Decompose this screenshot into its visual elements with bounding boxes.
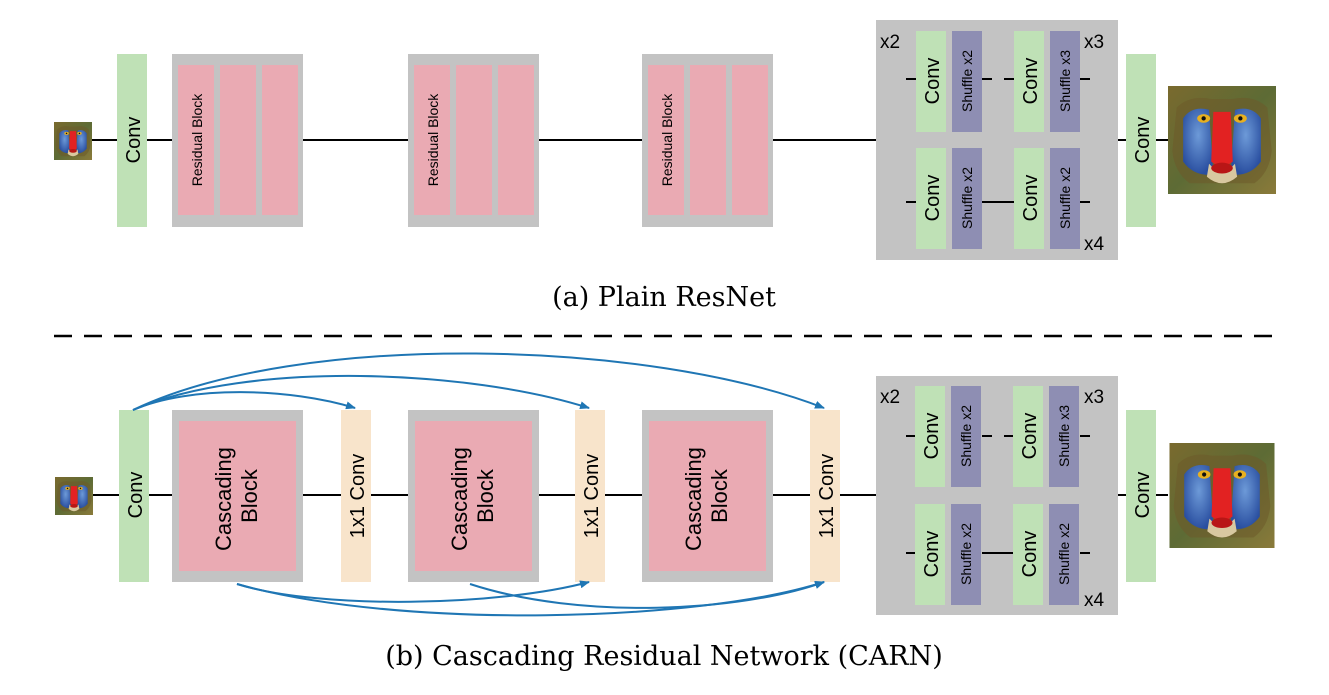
svg-text:1x1 Conv: 1x1 Conv [581, 454, 603, 539]
conv-out-block: Conv [1126, 410, 1156, 582]
conv-out-block: Conv [1126, 54, 1156, 227]
svg-text:Shuffle x2: Shuffle x2 [958, 405, 974, 467]
scale-x3-label: x3 [1084, 387, 1104, 408]
conv-1x1-block-1: 1x1 Conv [341, 410, 371, 582]
svg-text:Conv: Conv [922, 175, 944, 222]
svg-text:Conv: Conv [922, 58, 944, 105]
residual-block-label: Residual Block [189, 93, 205, 187]
caption-b: (b) Cascading Residual Network (CARN) [385, 641, 943, 672]
svg-text:Conv: Conv [1019, 413, 1041, 460]
svg-text:Conv: Conv [921, 413, 943, 460]
input-image [55, 477, 93, 515]
svg-text:Shuffle x2: Shuffle x2 [959, 167, 975, 229]
svg-text:Conv: Conv [123, 117, 145, 164]
svg-text:Conv: Conv [1132, 117, 1154, 164]
scale-x3-label: x3 [1084, 32, 1104, 53]
output-image [1168, 86, 1276, 194]
residual-group-2: Residual Block [408, 54, 539, 227]
svg-text:1x1 Conv: 1x1 Conv [816, 454, 838, 539]
scale-x2-label: x2 [880, 32, 900, 53]
svg-text:Shuffle x3: Shuffle x3 [1056, 405, 1072, 467]
caption-a: (a) Plain ResNet [552, 282, 776, 313]
svg-text:Conv: Conv [125, 472, 147, 519]
upsampler-a: x2 x3 x4 Conv Shuffle x2 Conv Shuffle x3… [876, 20, 1118, 260]
skip-connections-top [132, 352, 825, 411]
svg-text:Conv: Conv [1019, 531, 1041, 578]
cascading-block-2: Cascading Block [408, 410, 539, 582]
svg-text:Shuffle x2: Shuffle x2 [959, 50, 975, 112]
svg-text:Conv: Conv [1020, 175, 1042, 222]
svg-text:Shuffle x2: Shuffle x2 [1056, 523, 1072, 585]
scale-x4-label: x4 [1084, 234, 1105, 255]
output-image [1169, 443, 1275, 548]
conv-1x1-block-2: 1x1 Conv [575, 410, 605, 582]
skip-connections-bottom [236, 580, 825, 617]
svg-text:Shuffle x3: Shuffle x3 [1057, 50, 1073, 112]
svg-text:Cascading Block: Cascading Block [681, 441, 732, 551]
residual-group-3: Residual Block [642, 54, 773, 227]
upsampler-b: x2 x3 x4 Conv Shuffle x2 Conv Shuffle x3… [876, 376, 1118, 615]
svg-text:Cascading Block: Cascading Block [447, 441, 498, 551]
scale-x4-label: x4 [1084, 590, 1105, 611]
cascading-block-3: Cascading Block [642, 410, 773, 582]
carn-diagram: Conv Cascading Block 1x1 Conv Cascading … [55, 352, 1275, 672]
svg-text:Shuffle x2: Shuffle x2 [1057, 167, 1073, 229]
svg-text:Shuffle x2: Shuffle x2 [958, 523, 974, 585]
scale-x2-label: x2 [880, 387, 900, 408]
input-image [54, 122, 92, 160]
svg-text:Cascading Block: Cascading Block [211, 441, 262, 551]
conv-in-block: Conv [119, 410, 149, 582]
residual-block-label: Residual Block [659, 93, 675, 187]
svg-text:Conv: Conv [1020, 58, 1042, 105]
cascading-block-1: Cascading Block [172, 410, 303, 582]
svg-text:Conv: Conv [1132, 472, 1154, 519]
plain-resnet-diagram: Conv Residual Block Residual Block Resid… [54, 20, 1276, 313]
conv-in-block: Conv [117, 54, 147, 227]
conv-1x1-block-3: 1x1 Conv [810, 410, 840, 582]
residual-group-1: Residual Block [172, 54, 303, 227]
svg-text:1x1 Conv: 1x1 Conv [347, 454, 369, 539]
residual-block-label: Residual Block [425, 93, 441, 187]
svg-text:Conv: Conv [921, 531, 943, 578]
